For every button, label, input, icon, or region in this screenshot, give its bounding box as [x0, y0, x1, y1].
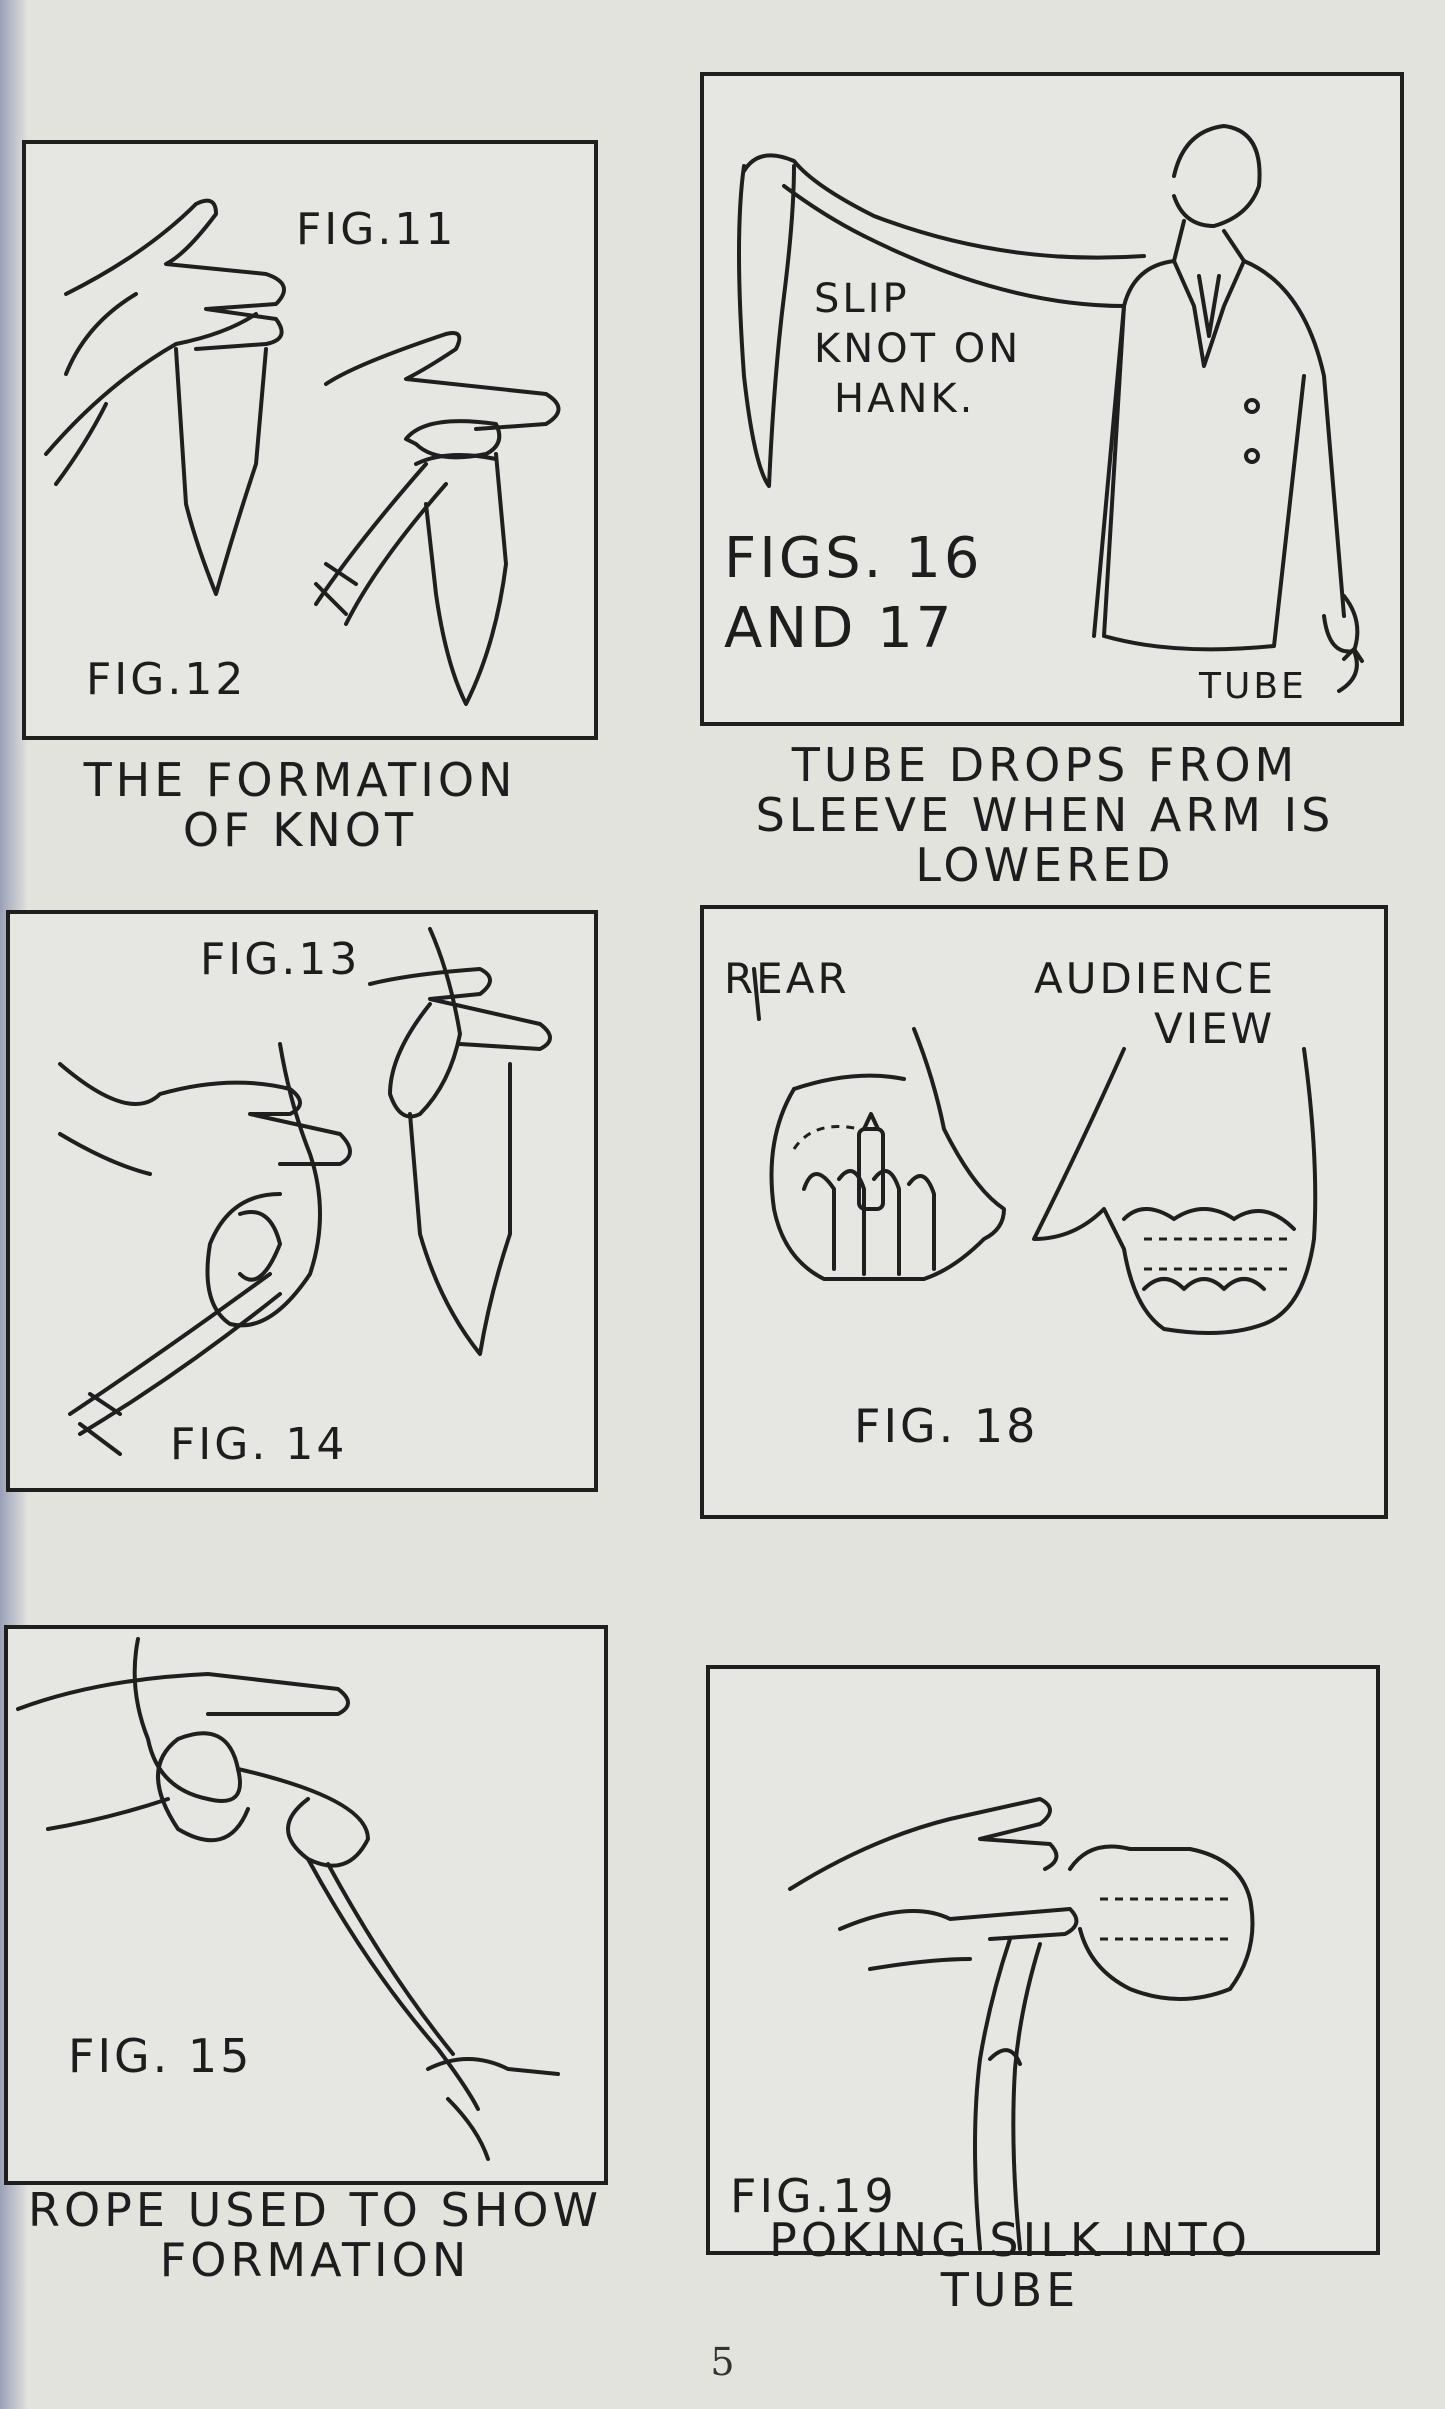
fig-18-label: FIG. 18	[854, 1399, 1039, 1453]
tube-label: TUBE	[1199, 666, 1307, 707]
note-hank: HANK.	[834, 376, 976, 422]
caption-line: LOWERED	[915, 838, 1175, 892]
caption-poking-silk: POKING SILK INTO TUBE	[700, 2215, 1320, 2315]
audience-label: AUDIENCE	[1034, 954, 1277, 1003]
illustration-tube-palmed-in-hand	[752, 967, 1318, 1335]
caption-line: TUBE	[940, 2263, 1080, 2317]
caption-line: FORMATION	[159, 2233, 471, 2287]
panel-fig-18: REAR AUDIENCE VIEW FIG. 18	[700, 905, 1388, 1519]
fig-19-label: FIG.19	[730, 2169, 897, 2223]
view-label: VIEW	[1154, 1004, 1276, 1053]
illustration-magician-holding-hank	[737, 124, 1360, 654]
caption-formation-of-knot: THE FORMATION OF KNOT	[40, 755, 560, 855]
illustration-rope-knot	[16, 1637, 560, 2161]
illustration-hands-tying-knot	[58, 927, 552, 1456]
figs-17-label: AND 17	[724, 596, 955, 661]
figs-16-label: FIGS. 16	[724, 526, 983, 591]
fig-13-label: FIG.13	[200, 934, 361, 985]
caption-line: POKING SILK INTO	[769, 2213, 1251, 2267]
panel-figs-16-17: SLIP KNOT ON HANK. FIGS. 16 AND 17 TUBE	[700, 72, 1404, 726]
caption-line: OF KNOT	[182, 803, 418, 857]
caption-line: TUBE DROPS FROM	[791, 738, 1299, 792]
illustration-poking-silk-into-tube	[788, 1797, 1255, 2251]
fig-11-label: FIG.11	[296, 204, 457, 255]
page-number: 5	[710, 2340, 735, 2384]
panel-figs-11-12: FIG.11 FIG.12	[22, 140, 598, 740]
illustration-hands-forming-knot	[44, 198, 561, 706]
arrow-icon	[1337, 647, 1364, 693]
fig-15-label: FIG. 15	[68, 2029, 253, 2083]
caption-rope-formation: ROPE USED TO SHOW FORMATION	[10, 2185, 620, 2285]
caption-line: SLEEVE WHEN ARM IS	[755, 788, 1335, 842]
caption-tube-drops: TUBE DROPS FROM SLEEVE WHEN ARM IS LOWER…	[690, 740, 1400, 890]
panel-fig-15: FIG. 15	[4, 1625, 608, 2185]
fig-12-label: FIG.12	[86, 654, 247, 705]
caption-line: ROPE USED TO SHOW	[28, 2183, 602, 2237]
note-knot-on: KNOT ON	[814, 326, 1022, 372]
note-slip: SLIP	[814, 276, 910, 322]
panel-fig-19: FIG.19	[706, 1665, 1380, 2255]
fig-14-label: FIG. 14	[170, 1419, 348, 1470]
panel-figs-13-14: FIG.13 FIG. 14	[6, 910, 598, 1492]
rear-label: REAR	[724, 954, 850, 1003]
caption-line: THE FORMATION	[83, 753, 517, 807]
